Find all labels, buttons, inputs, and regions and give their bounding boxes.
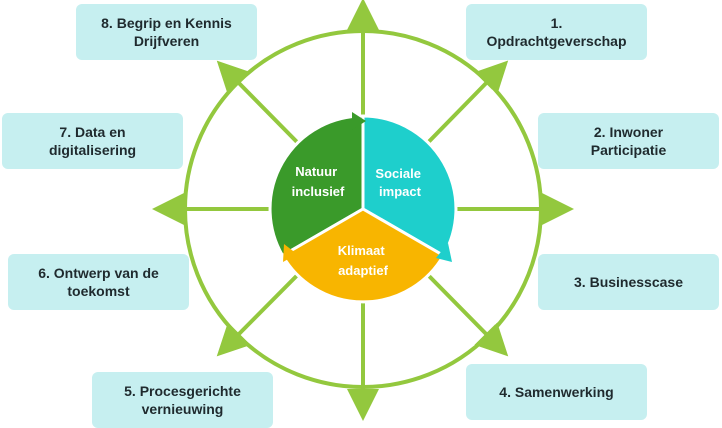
- label-klimaat: Klimaat adaptief: [338, 243, 389, 278]
- label-natuur-line2: inclusief: [292, 184, 345, 199]
- label-sociale: Sociale impact: [375, 166, 424, 199]
- label-natuur-line1: Natuur: [295, 164, 337, 179]
- label-sociale-line1: Sociale: [375, 166, 421, 181]
- arrow-tip-natuur: [352, 112, 366, 130]
- box-begrip-kennis: 8. Begrip en Kennis Drijfveren: [76, 4, 257, 60]
- label-sociale-line2: impact: [379, 184, 422, 199]
- center-wheel: Natuur inclusief Sociale impact Klimaat …: [268, 112, 458, 304]
- segment-sociale: [361, 114, 458, 258]
- segment-natuur: [268, 114, 365, 258]
- arrow-tip-klimaat: [283, 244, 297, 262]
- box-inwoner-participatie: 2. Inwoner Participatie: [538, 113, 719, 169]
- label-natuur: Natuur inclusief: [292, 164, 345, 199]
- segment-klimaat: [280, 207, 446, 304]
- box-businesscase: 3. Businesscase: [538, 254, 719, 310]
- box-opdrachtgeverschap: 1. Opdrachtgeverschap: [466, 4, 647, 60]
- box-ontwerp-toekomst: 6. Ontwerp van de toekomst: [8, 254, 189, 310]
- box-data-digitalisering: 7. Data en digitalisering: [2, 113, 183, 169]
- label-klimaat-line1: Klimaat: [338, 243, 386, 258]
- label-klimaat-line2: adaptief: [338, 263, 389, 278]
- box-samenwerking: 4. Samenwerking: [466, 364, 647, 420]
- arrow-tip-sociale: [436, 243, 452, 262]
- box-procesgerichte-vernieuwing: 5. Procesgerichte vernieuwing: [92, 372, 273, 428]
